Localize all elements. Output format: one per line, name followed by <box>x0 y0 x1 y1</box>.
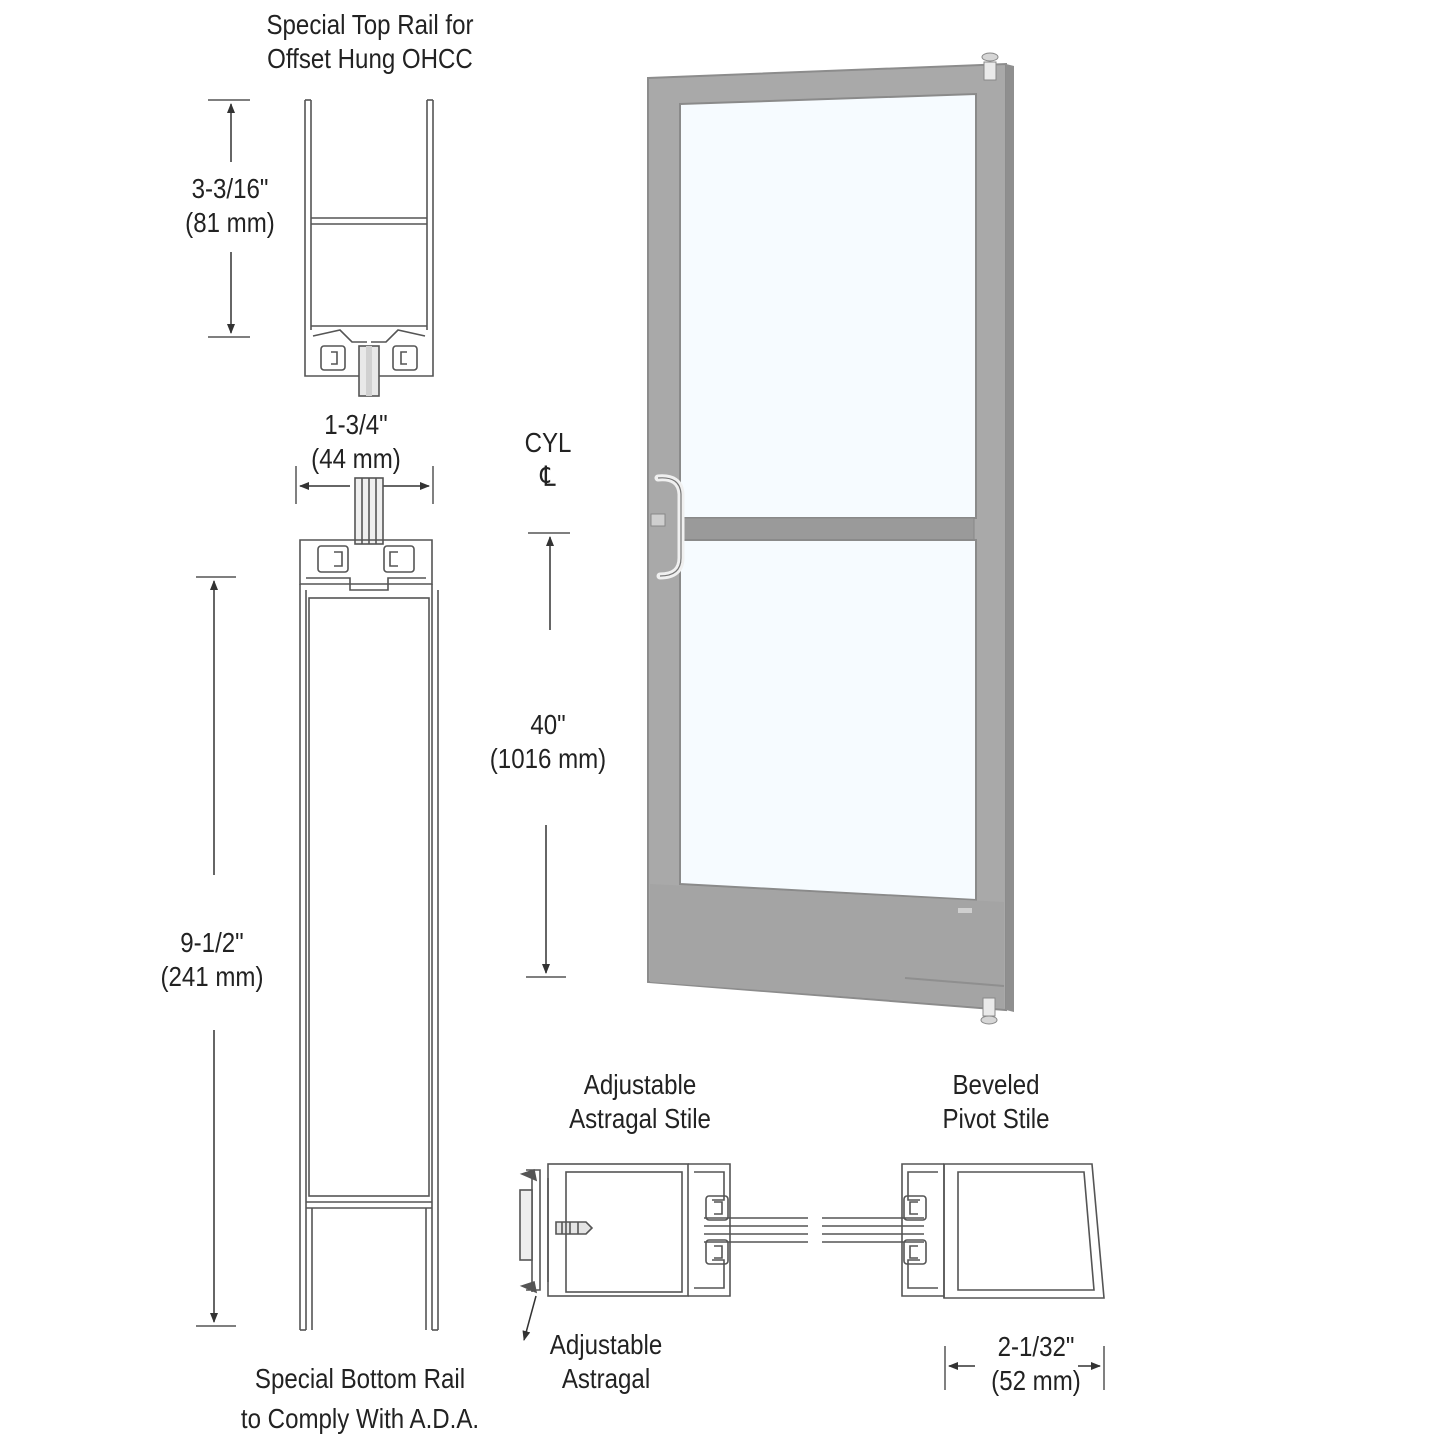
bottom-rail-section <box>299 477 439 1331</box>
stile-depth-dimension <box>295 466 434 504</box>
cyl-center-symbol: ℄ <box>540 461 556 492</box>
bottom-rail-title-line2: to Comply With A.D.A. <box>240 1403 480 1434</box>
pivot-width-dimension <box>944 1346 1105 1390</box>
lower-glass-panel <box>679 539 977 902</box>
top-rail-title-line2: Offset Hung OHCC <box>267 43 473 74</box>
top-pivot <box>981 52 999 81</box>
bottom-rail-dimension <box>196 576 236 1327</box>
pivot-width-label: 2-1/32" (52 mm) <box>967 1330 1105 1398</box>
top-rail-height-label: 3-3/16" (81 mm) <box>161 172 299 240</box>
cyl-height-mm: (1016 mm) <box>489 743 607 774</box>
stile-depth-in: 1-3/4" <box>324 409 388 440</box>
astragal-title-line2: Astragal <box>561 1363 651 1394</box>
upper-glass-panel <box>679 92 977 519</box>
bottom-rail-height-in: 9-1/2" <box>180 927 244 958</box>
cyl-text: CYL <box>524 427 572 458</box>
bottom-lock-mark <box>958 908 972 913</box>
glass-between-stiles <box>704 1217 924 1243</box>
top-rail-dimension <box>208 99 250 338</box>
cyl-label: CYL ℄ <box>514 426 583 494</box>
bottom-rail-height-mm: (241 mm) <box>160 961 264 992</box>
pivot-stile-title-line2: Pivot Stile <box>942 1103 1050 1134</box>
bottom-rail-title: Special Bottom Rail to Comply With A.D.A… <box>222 1362 497 1436</box>
stile-depth-mm: (44 mm) <box>311 443 401 474</box>
top-rail-height-mm: (81 mm) <box>185 207 275 238</box>
pivot-stile-title: Beveled Pivot Stile <box>893 1068 1099 1136</box>
pivot-width-in: 2-1/32" <box>997 1331 1075 1362</box>
door-edge <box>1006 64 1014 1012</box>
bottom-pivot <box>980 997 998 1025</box>
cylinder-lock <box>650 513 666 527</box>
bottom-rail-title-line1: Special Bottom Rail <box>254 1363 466 1394</box>
astragal-stile-title: Adjustable Astragal Stile <box>537 1068 743 1136</box>
bottom-rail-height-label: 9-1/2" (241 mm) <box>143 926 281 994</box>
stile-depth-label: 1-3/4" (44 mm) <box>287 408 425 476</box>
astragal-leader <box>522 1295 537 1341</box>
astragal-stile-section <box>519 1163 731 1297</box>
top-rail-section <box>304 99 434 397</box>
cyl-height-label: 40" (1016 mm) <box>479 708 617 776</box>
astragal-title: Adjustable Astragal <box>503 1328 709 1396</box>
astragal-stile-title-line2: Astragal Stile <box>569 1103 711 1134</box>
cylinder-height-dimension <box>526 532 570 978</box>
door-bottom-rail <box>650 884 1004 1008</box>
pivot-stile-title-line1: Beveled <box>952 1069 1040 1100</box>
astragal-title-line1: Adjustable <box>549 1329 663 1360</box>
door-illustration <box>647 52 1014 1025</box>
pivot-width-mm: (52 mm) <box>991 1365 1081 1396</box>
pivot-stile-section <box>901 1163 1105 1299</box>
mid-rail <box>683 517 975 541</box>
top-rail-height-in: 3-3/16" <box>191 173 269 204</box>
astragal-stile-title-line1: Adjustable <box>583 1069 697 1100</box>
top-rail-title-line1: Special Top Rail for <box>266 9 474 40</box>
cyl-height-in: 40" <box>530 709 566 740</box>
top-rail-title: Special Top Rail for Offset Hung OHCC <box>232 8 507 76</box>
